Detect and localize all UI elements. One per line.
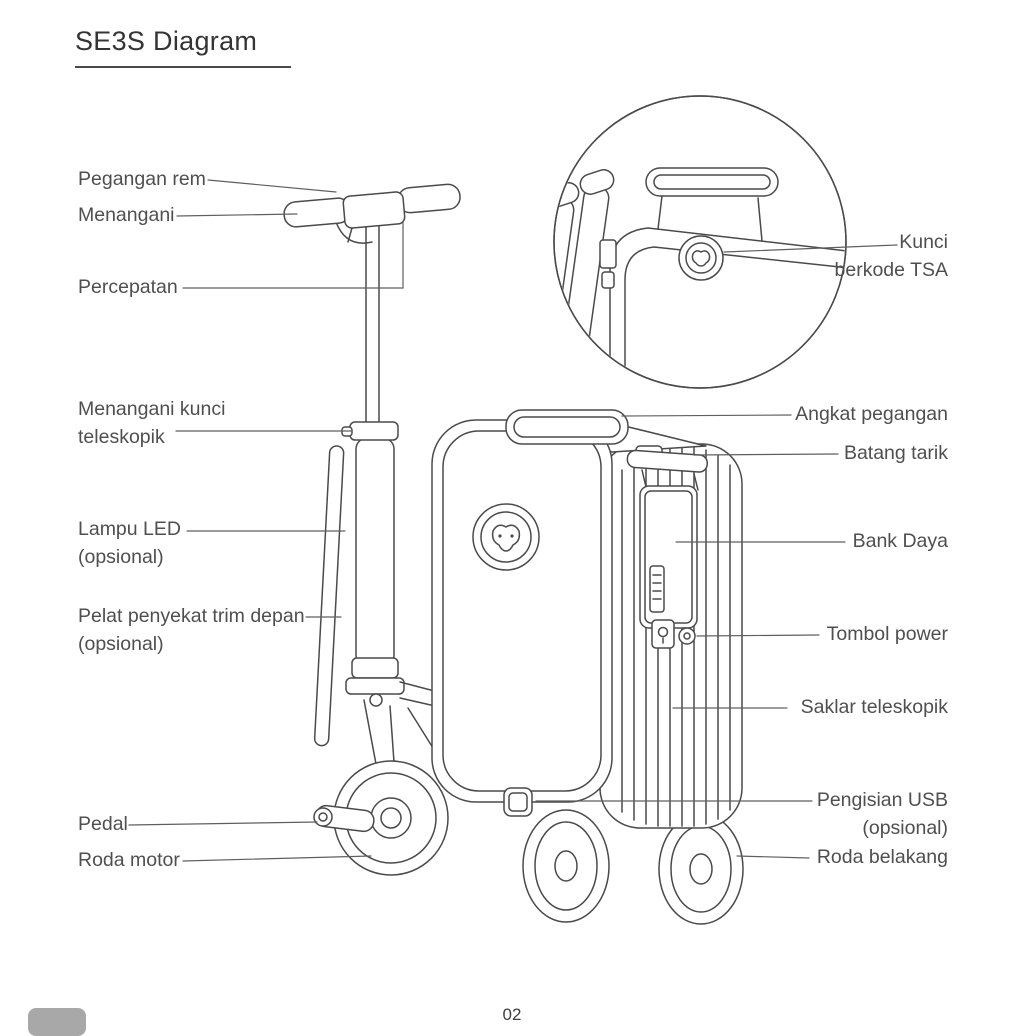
label-saklar-teleskopik: Saklar teleskopik xyxy=(800,696,948,718)
handle-grip-left xyxy=(283,197,351,228)
leader-menangani xyxy=(176,213,298,217)
leader-pegangan-rem xyxy=(207,179,337,193)
label-pelat-penyekat-trim-depan: Pelat penyekat trim depan (opsional) xyxy=(78,605,305,655)
page-title: SE3S Diagram xyxy=(75,26,292,68)
handle-grip-right xyxy=(397,183,461,214)
front-trim-plate xyxy=(313,445,345,747)
label-pengisian-usb: Pengisian USB (opsional) xyxy=(816,789,948,839)
tsa-lock xyxy=(678,235,724,281)
label-roda-motor: Roda motor xyxy=(78,849,180,871)
page-number: 02 xyxy=(502,1005,522,1024)
corner-tab xyxy=(28,1008,86,1036)
label-bank-daya: Bank Daya xyxy=(852,530,948,552)
carry-handle xyxy=(505,409,629,445)
leader-batang-tarik xyxy=(693,453,839,456)
label-angkat-pegangan: Angkat pegangan xyxy=(795,403,948,425)
front-wheel xyxy=(333,760,449,876)
label-pedal: Pedal xyxy=(78,813,128,835)
leader-roda-belakang xyxy=(736,855,810,859)
steering-stem xyxy=(365,211,380,435)
leader-angkat-pegangan xyxy=(621,414,792,417)
leader-percepatan xyxy=(182,221,404,289)
label-batang-tarik: Batang tarik xyxy=(843,442,948,464)
brand-logo xyxy=(472,503,540,571)
telescopic-lock-clamp xyxy=(349,421,399,441)
leader-roda-motor xyxy=(182,855,372,862)
brake-lever xyxy=(335,221,373,244)
pull-rod xyxy=(626,445,709,491)
fold-joint xyxy=(351,657,399,679)
handlebar xyxy=(283,183,461,244)
usb-port xyxy=(503,787,533,817)
label-menangani: Menangani xyxy=(78,204,175,226)
label-roda-belakang: Roda belakang xyxy=(816,846,948,868)
power-button xyxy=(651,619,696,649)
leader-pedal xyxy=(128,821,318,826)
label-menangani-kunci-teleskopik: Menangani kunci teleskopik xyxy=(78,398,226,448)
leader-lines xyxy=(128,179,898,862)
label-percepatan: Percepatan xyxy=(78,276,178,298)
battery-indicator xyxy=(649,565,665,613)
tsa-lock-inset xyxy=(553,95,847,389)
label-kunci-berkode-tsa: Kunci berkode TSA xyxy=(834,231,948,281)
pedal-part xyxy=(313,804,375,833)
power-bank xyxy=(639,485,698,629)
label-pegangan-rem: Pegangan rem xyxy=(78,168,206,190)
rear-wheels xyxy=(522,809,744,925)
telescopic-tube xyxy=(355,437,395,667)
label-lampu-led: Lampu LED (opsional) xyxy=(78,518,181,568)
scooter-frame xyxy=(313,211,447,797)
leader-tombol-power xyxy=(696,634,820,637)
label-tombol-power: Tombol power xyxy=(826,623,948,645)
leader-kunci-tsa xyxy=(723,244,898,253)
